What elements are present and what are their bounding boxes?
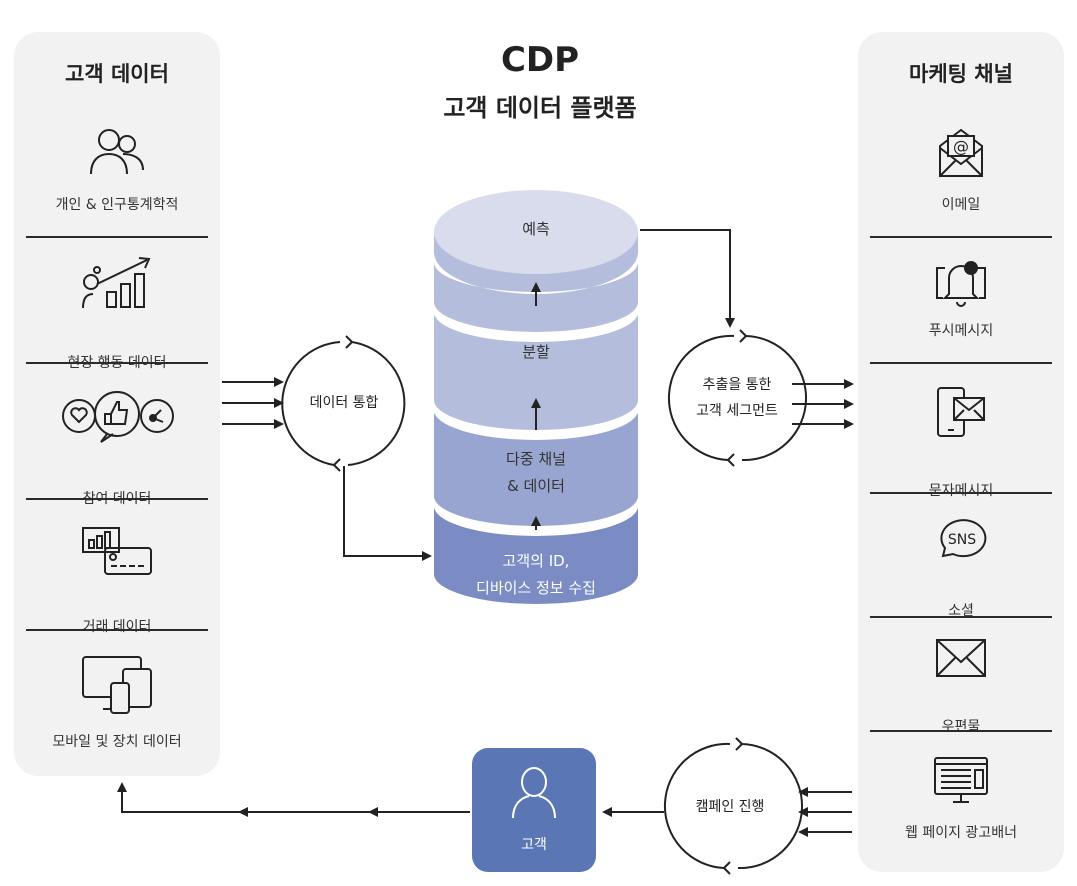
id-collection-line-2: 디바이스 정보 수집 bbox=[476, 579, 596, 597]
divider bbox=[26, 236, 208, 238]
divider bbox=[870, 730, 1052, 732]
social-label: 소셜 bbox=[948, 603, 974, 619]
cdp-subtitle: 고객 데이터 플랫폼 bbox=[443, 94, 637, 122]
mail-label: 우편물 bbox=[941, 719, 981, 735]
customer-label: 고객 bbox=[521, 837, 547, 853]
person-icon bbox=[472, 764, 596, 820]
customer-feedback-arrow bbox=[117, 782, 470, 817]
prediction-label: 예측 bbox=[522, 220, 550, 238]
id-collection-line-1: 고객의 ID, bbox=[502, 552, 570, 570]
divider bbox=[26, 498, 208, 500]
transaction-card-icon bbox=[14, 524, 220, 578]
growth-chart-icon bbox=[14, 254, 220, 310]
integration-to-cdp-arrow bbox=[343, 466, 432, 561]
email-label: 이메일 bbox=[941, 197, 981, 213]
sns-icon-text: SNS bbox=[948, 532, 976, 548]
email-icon: @ bbox=[858, 126, 1064, 178]
integration-label: 데이터 통합 bbox=[309, 395, 379, 411]
web-banner-icon bbox=[858, 754, 1064, 804]
push-label: 푸시메시지 bbox=[928, 323, 994, 339]
multichannel-line-1: 다중 채널 bbox=[506, 450, 566, 468]
sns-bubble-icon: SNS bbox=[858, 516, 1064, 564]
devices-icon bbox=[14, 653, 220, 717]
demographic-label: 개인 & 인구통계학적 bbox=[55, 197, 179, 213]
segment-cycle bbox=[668, 329, 807, 467]
bell-notification-icon bbox=[858, 258, 1064, 310]
multichannel-label: 다중 채널 & 데이터 bbox=[436, 446, 636, 500]
svg-text:@: @ bbox=[953, 137, 969, 156]
divider bbox=[870, 616, 1052, 618]
divider bbox=[26, 629, 208, 631]
transaction-label: 거래 데이터 bbox=[82, 619, 152, 635]
segment-line-1: 추출을 통한 bbox=[702, 377, 772, 393]
output-arrows bbox=[792, 379, 854, 429]
prediction-to-segment-arrow bbox=[640, 229, 735, 328]
divider bbox=[870, 362, 1052, 364]
customer-data-panel: 고객 데이터 개인 & 인구통계학적 현장 행동 데이터 bbox=[14, 32, 220, 776]
divider bbox=[870, 236, 1052, 238]
layer-prediction bbox=[434, 190, 638, 342]
cdp-title: CDP bbox=[500, 40, 580, 80]
phone-message-icon bbox=[858, 384, 1064, 440]
multichannel-line-2: & 데이터 bbox=[507, 477, 565, 495]
campaign-input-arrows bbox=[798, 787, 852, 837]
marketing-channel-panel: 마케팅 채널 @ 이메일 푸시메시지 문자 bbox=[858, 32, 1064, 872]
segmentation-label: 분할 bbox=[522, 343, 550, 361]
input-arrows bbox=[222, 377, 284, 429]
envelope-icon bbox=[858, 638, 1064, 678]
divider bbox=[870, 492, 1052, 494]
segment-line-2: 고객 세그먼트 bbox=[696, 403, 778, 419]
engagement-bubbles-icon bbox=[14, 388, 220, 448]
people-icon bbox=[14, 124, 220, 176]
mobile-device-label: 모바일 및 장치 데이터 bbox=[52, 734, 182, 750]
campaign-label: 캠페인 진행 bbox=[695, 799, 765, 815]
sms-label: 문자메시지 bbox=[928, 483, 994, 499]
web-banner-label: 웹 페이지 광고배너 bbox=[905, 825, 1017, 841]
id-collection-label: 고객의 ID, 디바이스 정보 수집 bbox=[436, 548, 636, 602]
marketing-channel-title: 마케팅 채널 bbox=[909, 62, 1013, 86]
customer-box: 고객 bbox=[472, 748, 596, 872]
segment-label: 추출을 통한 고객 세그먼트 bbox=[672, 372, 802, 424]
customer-data-title: 고객 데이터 bbox=[65, 62, 169, 86]
divider bbox=[26, 362, 208, 364]
